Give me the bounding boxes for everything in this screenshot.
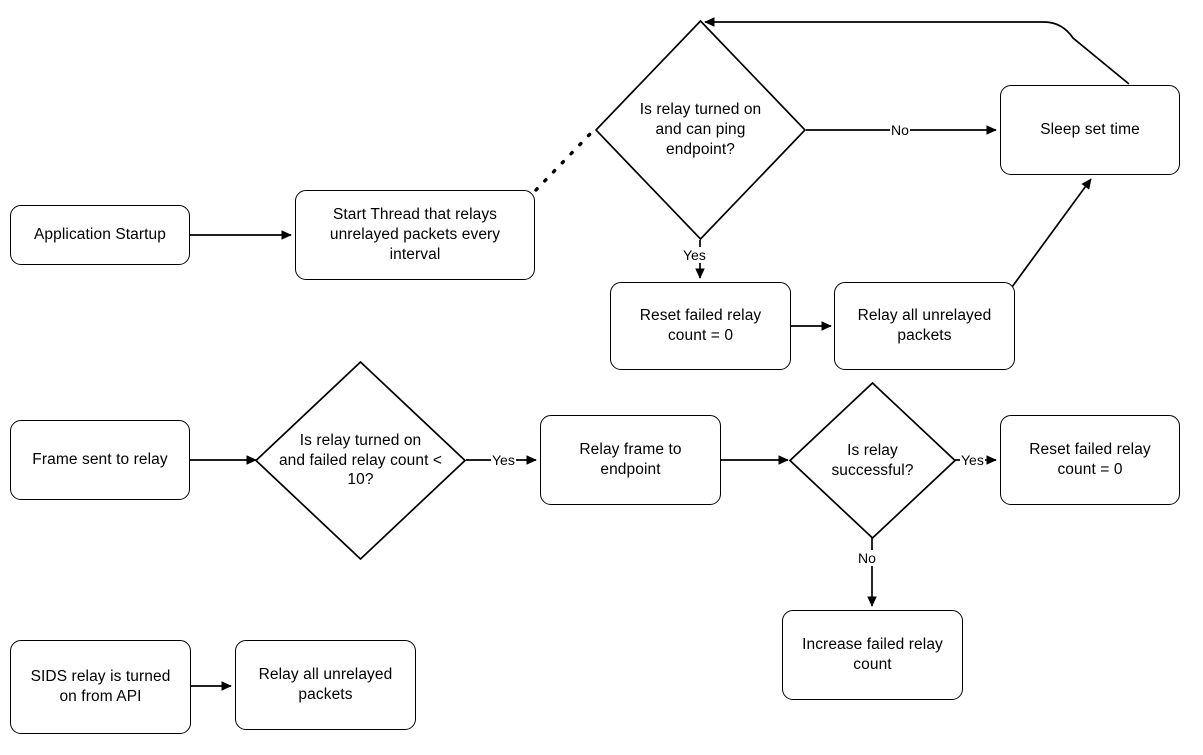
decision-relay-successful-label: Is relay successful? <box>805 441 939 481</box>
node-frame-sent-to-relay-label: Frame sent to relay <box>32 450 167 470</box>
label-line: packets <box>298 686 353 703</box>
node-application-startup[interactable]: Application Startup <box>10 205 190 265</box>
label-line: Frame sent to relay <box>32 451 168 469</box>
node-reset-failed-count-top-label: Reset failed relay count = 0 <box>640 306 762 346</box>
label-line: interval <box>389 245 441 263</box>
label-line: and failed relay count < <box>278 451 443 469</box>
edge-label-ping-yes: Yes <box>682 247 707 263</box>
label-line: and can ping <box>655 121 746 139</box>
label-line: SIDS relay is turned <box>30 668 171 686</box>
decision-ping-endpoint-label: Is relay turned on and can ping endpoint… <box>616 100 785 159</box>
decision-ping-endpoint[interactable]: Is relay turned on and can ping endpoint… <box>595 20 806 240</box>
edge-label-count-yes: Yes <box>491 452 516 468</box>
label-line: endpoint? <box>665 140 735 158</box>
decision-relay-successful[interactable]: Is relay successful? <box>789 382 956 539</box>
label-line: Is relay turned on <box>299 431 422 449</box>
node-increase-failed-count[interactable]: Increase failed relay count <box>782 610 963 700</box>
node-sleep-set-time[interactable]: Sleep set time <box>1000 85 1180 175</box>
node-relay-frame-to-endpoint[interactable]: Relay frame to endpoint <box>540 415 721 505</box>
decision-failed-count-label: Is relay turned on and failed relay coun… <box>276 431 445 490</box>
label-line: successful? <box>831 461 914 479</box>
node-application-startup-label: Application Startup <box>34 225 166 245</box>
label-line: count <box>853 656 892 673</box>
label-line: unrelayed packets every <box>329 226 501 244</box>
label-line: count = 0 <box>1057 461 1123 478</box>
label-line: Is relay turned on <box>639 101 762 119</box>
label-line: packets <box>897 327 952 344</box>
edge-thread-to-ping-dotted <box>534 129 595 192</box>
node-relay-all-unrelayed-top[interactable]: Relay all unrelayed packets <box>834 282 1015 370</box>
label-line: 10? <box>347 471 374 489</box>
node-relay-frame-to-endpoint-label: Relay frame to endpoint <box>579 440 681 480</box>
decision-failed-count[interactable]: Is relay turned on and failed relay coun… <box>255 361 466 560</box>
label-line: count = 0 <box>667 327 734 344</box>
node-reset-failed-count-right-label: Reset failed relay count = 0 <box>1029 440 1151 480</box>
diamond-shape <box>789 382 956 539</box>
label-line: on from API <box>59 688 142 705</box>
node-relay-all-unrelayed-bottom-label: Relay all unrelayed packets <box>259 665 393 705</box>
node-sids-relay-turned-on[interactable]: SIDS relay is turned on from API <box>10 640 191 734</box>
label-line: Relay frame to <box>579 441 682 459</box>
node-frame-sent-to-relay[interactable]: Frame sent to relay <box>10 420 190 500</box>
label-line: Application Startup <box>33 226 166 244</box>
label-line: Reset failed relay <box>1029 441 1151 459</box>
label-line: endpoint <box>600 461 661 478</box>
label-line: Is relay <box>847 441 898 459</box>
diamond-shape <box>595 20 806 240</box>
node-relay-all-unrelayed-top-label: Relay all unrelayed packets <box>858 306 992 346</box>
label-line: Relay all unrelayed <box>857 307 992 325</box>
edge-label-success-yes: Yes <box>960 452 985 468</box>
node-reset-failed-count-top[interactable]: Reset failed relay count = 0 <box>610 282 791 370</box>
diamond-shape <box>255 361 466 560</box>
label-line: Start Thread that relays <box>332 206 498 224</box>
label-line: Increase failed relay <box>802 636 943 654</box>
node-start-thread[interactable]: Start Thread that relays unrelayed packe… <box>295 190 535 280</box>
node-relay-all-unrelayed-bottom[interactable]: Relay all unrelayed packets <box>235 640 416 730</box>
node-start-thread-label: Start Thread that relays unrelayed packe… <box>330 205 500 264</box>
edge-relayall-to-sleep <box>1011 178 1092 288</box>
node-sids-relay-turned-on-label: SIDS relay is turned on from API <box>31 667 171 707</box>
node-increase-failed-count-label: Increase failed relay count <box>802 635 943 675</box>
edge-label-ping-no: No <box>890 122 910 138</box>
node-reset-failed-count-right[interactable]: Reset failed relay count = 0 <box>1000 415 1180 505</box>
node-sleep-set-time-label: Sleep set time <box>1040 120 1140 140</box>
label-line: Sleep set time <box>1040 121 1140 139</box>
label-line: Relay all unrelayed <box>258 666 393 684</box>
edge-label-success-no: No <box>857 550 877 566</box>
label-line: Reset failed relay <box>639 307 762 325</box>
